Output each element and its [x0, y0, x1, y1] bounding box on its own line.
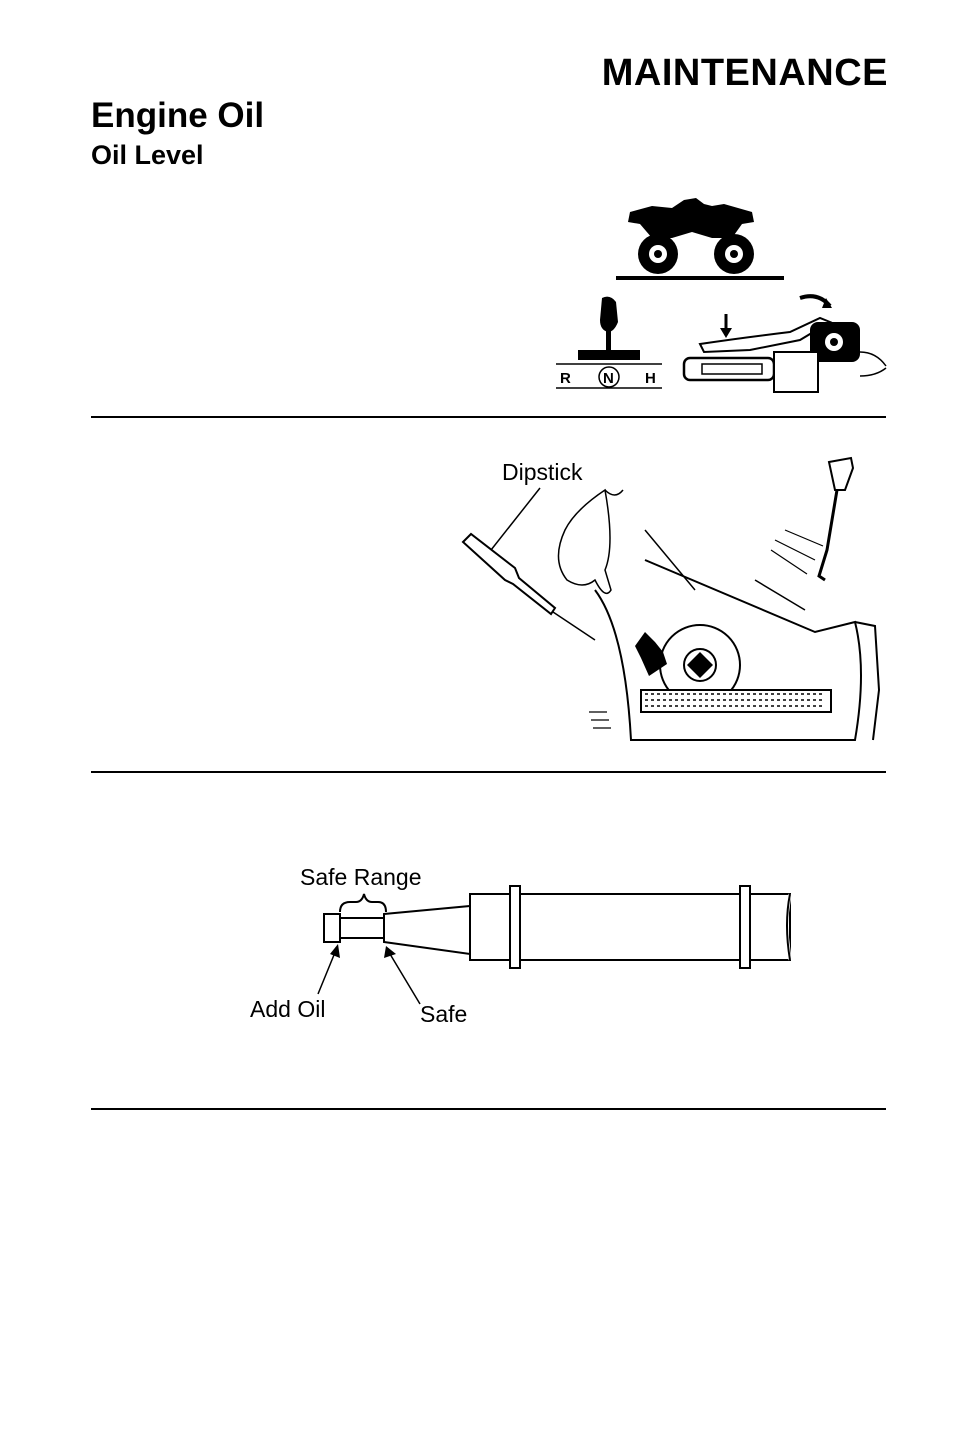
divider-1: [91, 416, 886, 418]
shift-position-n: N: [603, 370, 614, 387]
dipstick-level-diagram: [317, 885, 792, 1005]
atv-icon: [616, 198, 784, 280]
shift-position-r: R: [560, 370, 571, 387]
brake-lever-icon: [682, 294, 887, 393]
section-title: MAINTENANCE: [601, 52, 888, 94]
safe-label: Safe: [420, 1001, 468, 1027]
page-subtitle: Oil Level: [91, 140, 204, 170]
add-oil-label: Add Oil: [250, 996, 326, 1022]
safe-range-label: Safe Range: [300, 864, 422, 890]
page-title: Engine Oil: [91, 96, 265, 135]
dipstick-removal-illustration: [461, 456, 881, 741]
shifter-icon: [556, 296, 662, 389]
divider-2: [91, 771, 886, 773]
divider-3: [91, 1108, 886, 1110]
dipstick-callout: Dipstick: [502, 459, 583, 485]
shift-position-h: H: [645, 370, 656, 387]
